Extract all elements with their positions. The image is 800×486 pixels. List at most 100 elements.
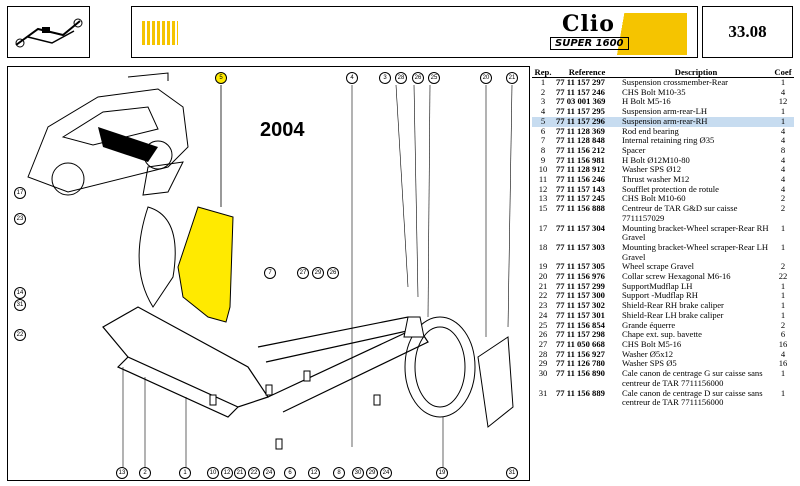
cell-rep: 6 [540,125,546,136]
callout[interactable]: 10 [207,467,219,479]
callout[interactable]: 27 [297,267,309,279]
cell-ref: 77 11 157 305 [556,261,605,272]
callout[interactable]: 28 [395,72,407,84]
cell-coef: 1 [780,309,786,320]
callout[interactable]: 21 [234,467,246,479]
car-outline-icon [27,72,189,196]
cell-coef: 4 [780,125,786,136]
cell-coef: 8 [780,144,786,155]
cell-desc: Soufflet protection de rotule [622,183,719,194]
callout[interactable]: 31 [14,299,26,311]
callout[interactable]: 12 [308,467,320,479]
callout[interactable]: 26 [412,72,424,84]
callout[interactable]: 8 [333,467,345,479]
callout[interactable]: 22 [248,467,260,479]
callout[interactable]: 24 [263,467,275,479]
cell-coef: 4 [780,135,786,146]
cell-rep: 30 [538,368,548,379]
callout[interactable]: 7 [264,267,276,279]
cell-ref: 77 11 156 981 [556,154,605,165]
callout[interactable]: 6 [284,467,296,479]
callout[interactable]: 13 [116,467,128,479]
logo-subtitle: SUPER 1600 [550,37,629,50]
cell-ref: 77 11 156 888 [556,203,605,214]
cell-desc: SupportMudflap LH [622,280,693,291]
cell-rep: 4 [540,106,546,117]
cell-desc: Wheel scrape Gravel [622,261,695,272]
callout[interactable]: 29 [366,467,378,479]
callout[interactable]: 24 [380,467,392,479]
callout[interactable]: 4 [346,72,358,84]
cell-coef: 1 [780,300,786,311]
cell-ref: 77 11 157 304 [556,222,605,233]
callout[interactable]: 17 [14,187,26,199]
cell-coef: 16 [778,338,788,349]
callout[interactable]: 14 [14,287,26,299]
cell-rep: 22 [538,290,548,301]
cell-coef: 1 [780,290,786,301]
callout[interactable]: 12 [221,467,233,479]
cell-rep: 13 [538,193,548,204]
brand-swoosh-icon [609,13,687,55]
callout[interactable]: 1 [179,467,191,479]
callout[interactable]: 21 [506,72,518,84]
callout[interactable]: 5 [215,72,227,84]
callout[interactable]: 31 [506,467,518,479]
cell-ref: 77 11 128 912 [556,164,605,175]
callout[interactable]: 2 [139,467,151,479]
callout[interactable]: 25 [428,72,440,84]
cell-rep: 7 [540,135,546,146]
callout[interactable]: 29 [312,267,324,279]
callout[interactable]: 23 [14,213,26,225]
callout[interactable]: 20 [480,72,492,84]
col-rep: Rep. [532,66,554,78]
cell-coef: 4 [780,348,786,359]
diagram-drawing [27,72,514,467]
callout[interactable]: 22 [14,329,26,341]
page-number: 33.08 [728,22,767,41]
cell-desc: Cale canon de centrage G sur caisse sans… [622,368,763,388]
cell-coef: 4 [780,154,786,165]
callout[interactable]: 30 [352,467,364,479]
cell-desc: Suspension crossmember-Rear [622,77,729,87]
cell-ref: 77 11 156 889 [556,387,605,398]
cell-ref: 77 11 126 780 [556,358,605,369]
cell-ref: 77 11 157 295 [556,106,605,117]
cell-coef: 4 [780,174,786,185]
cell-coef: 16 [778,358,788,369]
cell-rep: 17 [538,222,548,233]
callout[interactable]: 3 [379,72,391,84]
cell-desc: Chape ext. sup. bavette [622,329,702,340]
callout[interactable]: 19 [436,467,448,479]
callout[interactable]: 26 [327,267,339,279]
